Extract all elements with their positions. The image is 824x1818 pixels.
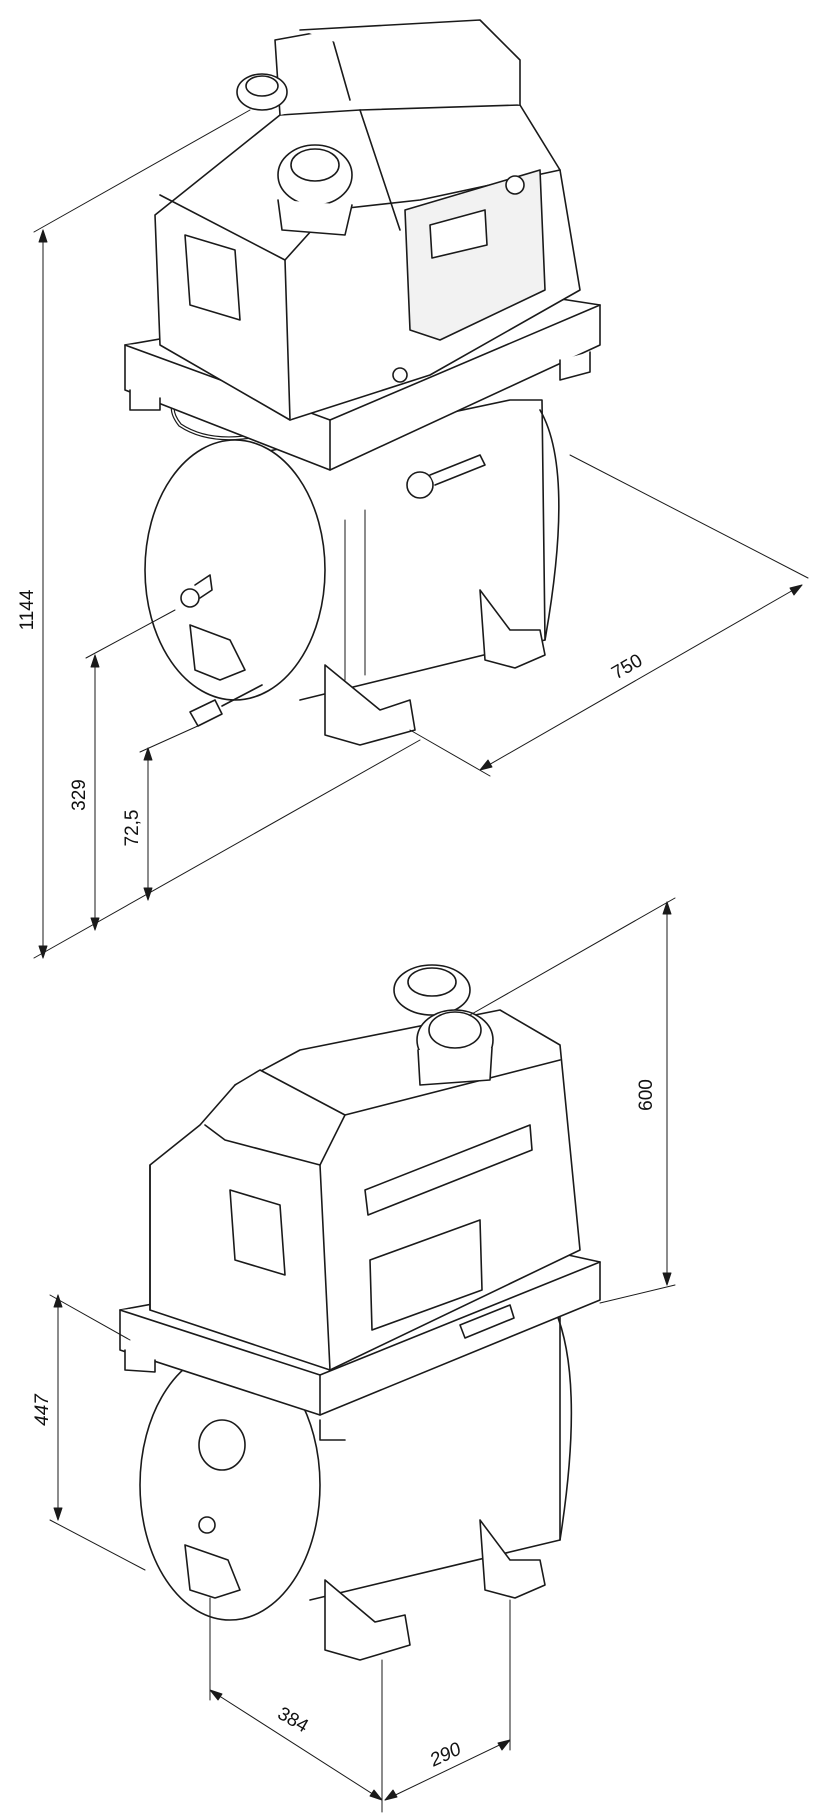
dim-drain-height: 72,5: [122, 810, 143, 847]
dim-290-lines: [384, 1599, 511, 1801]
housing-screw: [392, 367, 408, 383]
compressor-view-2: [119, 964, 601, 1661]
pressure-gauge: [406, 454, 486, 499]
dim-447-lines: [49, 1294, 146, 1571]
dim-384-lines: [209, 1597, 383, 1813]
dim-tank-height: 447: [32, 1393, 53, 1426]
air-fitting-2: [459, 1304, 515, 1339]
dim-1144-lines: [33, 109, 421, 959]
dim-600-lines: [469, 897, 676, 1304]
dim-750-lines: [409, 454, 809, 777]
side-window: [184, 234, 241, 321]
front-vent: [364, 1124, 533, 1331]
dim-overall-height: 1144: [17, 589, 38, 630]
compressor-view-1: [124, 19, 601, 746]
dim-foot-width: 384: [274, 1703, 312, 1737]
tank-valves: [180, 574, 263, 727]
tank-feet: [189, 589, 546, 746]
dim-top-height: 600: [636, 1079, 657, 1111]
dim-329-lines: [85, 609, 176, 931]
dim-length: 750: [608, 650, 646, 684]
tank-feet-2: [184, 1519, 546, 1661]
top-caps: [236, 73, 353, 236]
side-window-2: [229, 1189, 286, 1276]
control-panel: [404, 169, 546, 341]
top-caps-2: [393, 964, 494, 1086]
dim-72-5-lines: [139, 724, 201, 901]
dim-foot-spacing: 290: [426, 1739, 465, 1772]
dimension-lines: [33, 109, 809, 1813]
dim-outlet-height: 329: [69, 779, 90, 811]
